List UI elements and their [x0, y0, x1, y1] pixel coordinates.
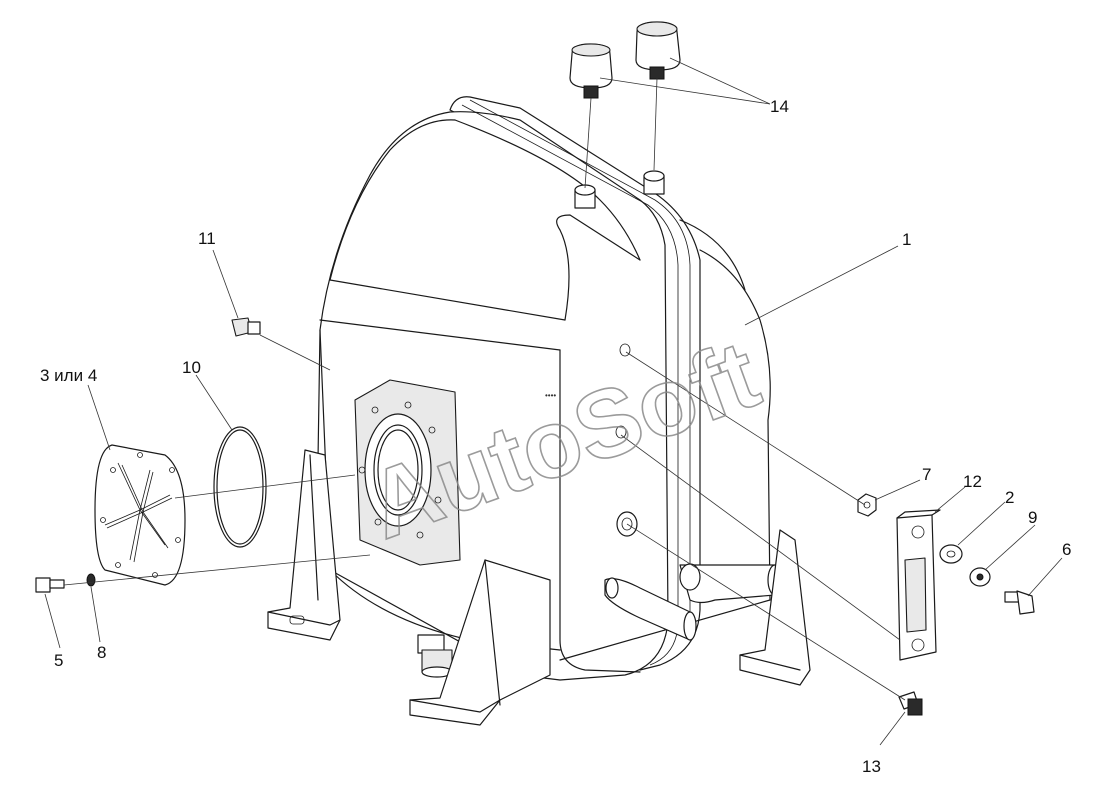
svg-text:••••: •••• — [545, 391, 556, 400]
washer-2 — [939, 544, 963, 564]
callout-7: 7 — [922, 465, 931, 484]
callout-2: 2 — [1005, 488, 1014, 507]
callout-3-or-4: 3 или 4 — [40, 366, 97, 385]
callout-12: 12 — [963, 472, 982, 491]
tank-body: •••• — [317, 96, 783, 681]
callout-13: 13 — [862, 757, 881, 776]
level-gauge-12 — [896, 509, 941, 661]
callout-5: 5 — [54, 651, 63, 670]
callout-11: 11 — [198, 229, 216, 248]
callout-8: 8 — [97, 643, 106, 662]
callout-10: 10 — [182, 358, 201, 377]
nut-7 — [857, 493, 877, 517]
callout-9: 9 — [1028, 508, 1037, 527]
bolt-6 — [1004, 590, 1035, 615]
breather-cap-left — [569, 43, 613, 99]
flange-cover — [94, 444, 186, 586]
mounting-brackets — [267, 449, 811, 726]
plug-11 — [231, 317, 261, 337]
fitting-13 — [898, 691, 923, 716]
callout-14: 14 — [770, 97, 789, 116]
bolt-5 — [35, 577, 65, 593]
callout-6: 6 — [1062, 540, 1071, 559]
callout-1: 1 — [902, 230, 911, 249]
washer-8 — [86, 573, 96, 587]
leader-lines — [44, 57, 1063, 746]
washer-9 — [969, 567, 991, 587]
breather-cap-right — [635, 21, 681, 80]
